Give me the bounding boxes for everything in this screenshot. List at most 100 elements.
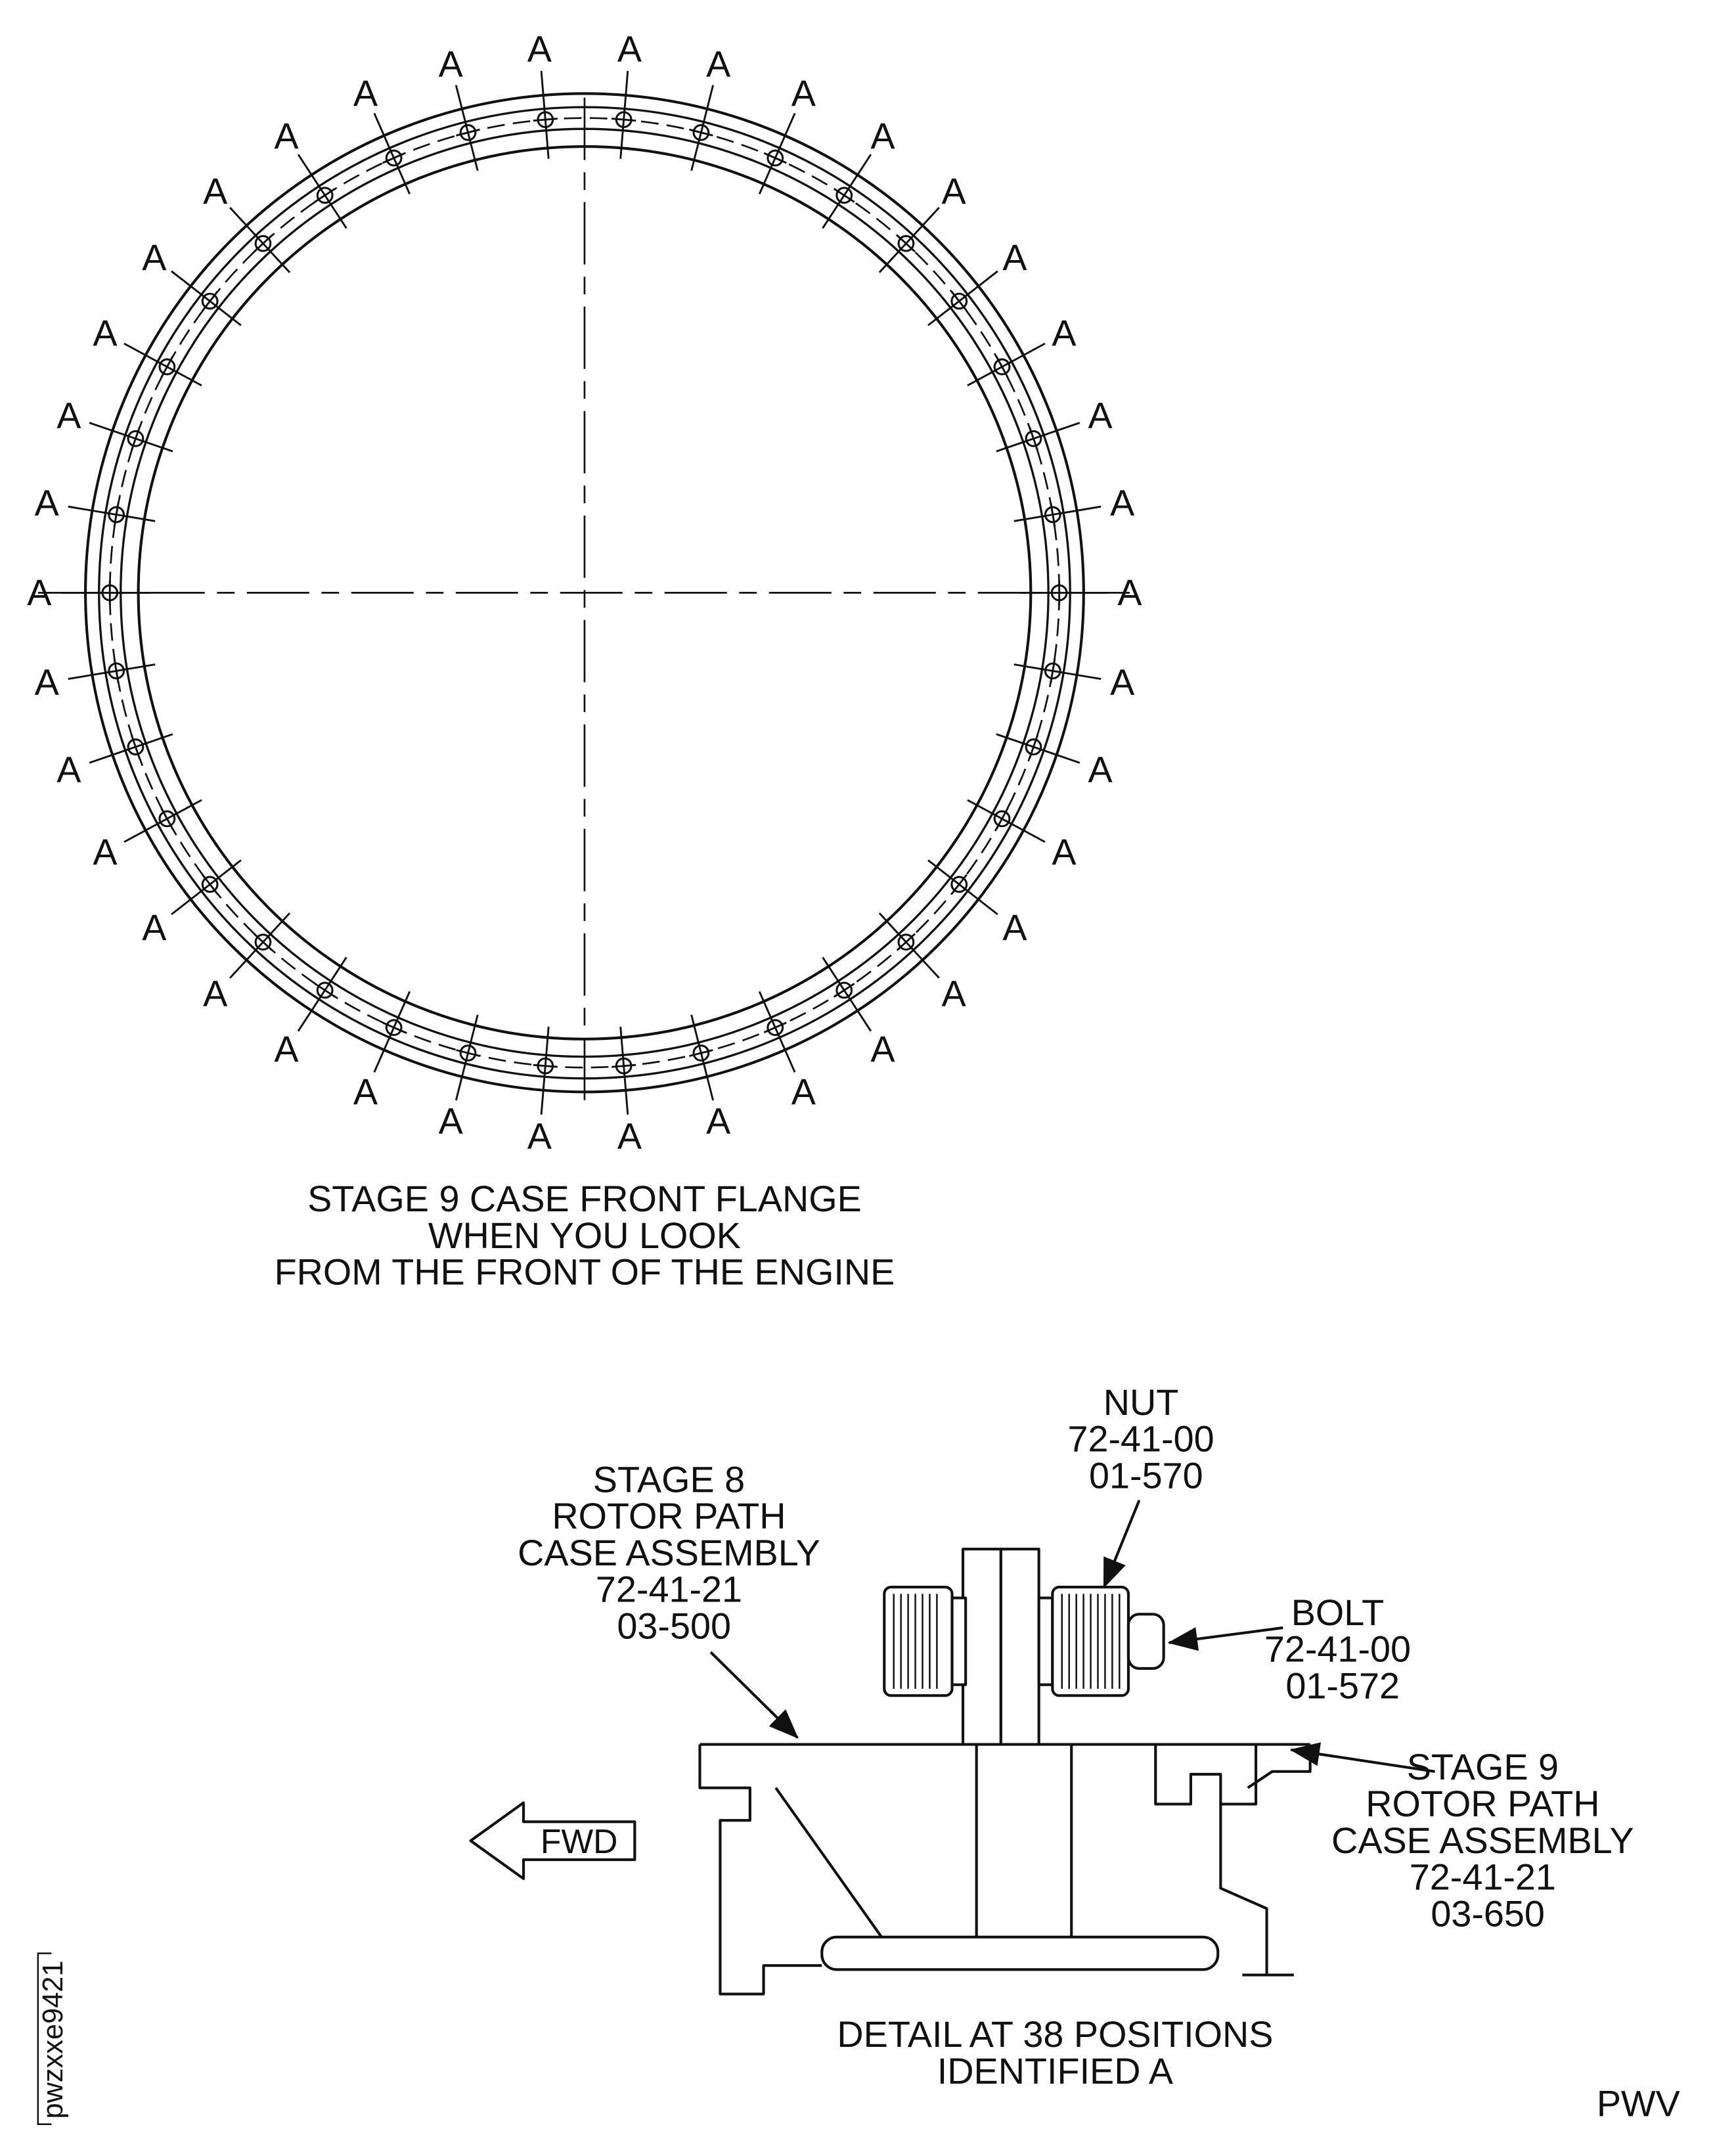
bolt-cross	[833, 983, 855, 998]
stage8-label-line-1: STAGE 8	[593, 1459, 745, 1500]
bolt-cross	[253, 235, 273, 253]
bolt-cross	[833, 187, 855, 203]
bolt-cross	[253, 933, 273, 951]
flange-caption-line-3: FROM THE FRONT OF THE ENGINE	[275, 1252, 895, 1293]
bolt-position-label: A	[706, 1101, 731, 1142]
bolt-position-label: A	[203, 974, 228, 1014]
nut-leader-arrow	[1102, 1500, 1141, 1589]
bolt-cross	[1050, 502, 1056, 527]
bolt-position-label: A	[942, 171, 967, 212]
bolt-position-label: A	[353, 73, 378, 114]
stage9-case-hook	[1154, 1744, 1258, 1806]
bolt-cross	[202, 290, 219, 312]
bolt-position-label: A	[1052, 313, 1077, 353]
fwd-label: FWD	[541, 1822, 618, 1860]
stage9-flange-plate	[999, 1548, 1040, 1746]
stage8-label-line-4: 72-41-21	[596, 1569, 742, 1610]
bolt-position-label: A	[706, 43, 731, 84]
bolt-position-label: A	[353, 1071, 378, 1112]
bolt-position-label: A	[439, 1101, 464, 1142]
bolt-position-label: A	[35, 482, 60, 523]
bolt-position-label: A	[27, 572, 52, 613]
bolt-cross	[1050, 658, 1056, 683]
stage9-label-line-3: CASE ASSEMBLY	[1331, 1820, 1634, 1861]
bolt-position-label: A	[93, 832, 118, 872]
bolt-cross	[382, 1021, 406, 1034]
flange-caption-line-2: WHEN YOU LOOK	[428, 1215, 741, 1256]
bolt-position-label: A	[56, 750, 81, 790]
bolt-position-label: A	[274, 116, 299, 156]
page-code: PWV	[1597, 2083, 1680, 2124]
bolt-position-label: A	[1110, 662, 1135, 703]
bolt-cross	[160, 355, 174, 378]
bolt-cross	[202, 874, 219, 895]
bolt-position-label: A	[870, 116, 895, 156]
bolt-cross	[611, 118, 636, 122]
bolt-position-label: A	[527, 1115, 552, 1156]
bolt-cross	[456, 1049, 480, 1057]
bolt-position-label: A	[1002, 907, 1027, 948]
stage9-label: STAGE 9 ROTOR PATH CASE ASSEMBLY 72-41-2…	[1331, 1747, 1644, 1934]
bolt-position-label: A	[1088, 395, 1113, 436]
stage9-case-lower-line	[1219, 1804, 1268, 1975]
bolt-label: BOLT 72-41-00 01-572	[1264, 1592, 1421, 1707]
bolt-head-washer	[950, 1596, 968, 1686]
figure-code: pwzxxe9421	[37, 1960, 69, 2118]
stage8-web-diagonal	[774, 1787, 883, 1938]
bolt-label-line-3: 01-572	[1285, 1665, 1400, 1706]
bolt-cross	[763, 1021, 787, 1034]
flange-caption-line-1: STAGE 9 CASE FRONT FLANGE	[307, 1178, 862, 1219]
bolt-cross	[1029, 426, 1038, 451]
bolt-head-serrations	[893, 1594, 938, 1689]
bolt-cross	[995, 355, 1009, 378]
bolt-cross	[896, 933, 916, 951]
stage8-flange-plate	[961, 1548, 1002, 1746]
stage9-label-line-4: 72-41-21	[1410, 1857, 1556, 1898]
nut-label-line-1: NUT	[1103, 1382, 1179, 1423]
nut-label-line-2: 72-41-00	[1067, 1419, 1214, 1460]
nut-label: NUT 72-41-00 01-570	[1067, 1382, 1224, 1496]
bolt-cross	[314, 187, 336, 203]
bolt-cross	[995, 807, 1009, 830]
bolt-label-line-2: 72-41-00	[1264, 1629, 1411, 1670]
bolt-position-label: A	[1088, 750, 1113, 790]
bolt-cross	[533, 118, 558, 122]
bolt-cross	[950, 874, 968, 895]
stage9-label-line-2: ROTOR PATH	[1366, 1783, 1599, 1824]
nut-serrations	[1061, 1594, 1121, 1689]
flange-foot-bar	[820, 1935, 1220, 1971]
bolt-cross	[160, 807, 174, 830]
fwd-arrow-icon	[469, 1801, 636, 1881]
stage8-label-line-5: 03-500	[617, 1605, 731, 1646]
stage9-leader-arrow	[1289, 1742, 1435, 1773]
bolt-position-label: A	[93, 313, 118, 353]
stage8-label-line-3: CASE ASSEMBLY	[518, 1533, 820, 1573]
bolt-cross	[382, 152, 406, 164]
bolt-cross	[611, 1064, 636, 1068]
bolt-position-label: A	[527, 29, 552, 70]
bolt-position-label: A	[870, 1029, 895, 1069]
bolt-cross	[688, 1049, 713, 1057]
bolt-position-label: A	[617, 1115, 642, 1156]
detail-caption-line-2: IDENTIFIED A	[937, 2051, 1174, 2092]
detail-caption-line-1: DETAIL AT 38 POSITIONS	[837, 2014, 1273, 2055]
bolt-leader-arrow	[1167, 1626, 1283, 1651]
bolt-cross	[763, 152, 787, 164]
bolt-position-label: A	[1002, 237, 1027, 278]
stage8-case-outline	[698, 1744, 822, 1996]
bolt-cross	[456, 128, 480, 137]
stage8-label: STAGE 8 ROTOR PATH CASE ASSEMBLY 72-41-2…	[518, 1459, 830, 1646]
bolt-position-label: A	[1117, 572, 1142, 613]
bolt-tip	[1126, 1613, 1165, 1670]
bolt-position-label: A	[791, 1071, 816, 1112]
bolt-cross	[131, 426, 141, 451]
bolt-cross	[950, 290, 968, 312]
bolt-cross	[113, 658, 120, 683]
bolt-position-label: A	[942, 974, 967, 1014]
bolt-position-label: A	[791, 73, 816, 114]
bolt-position-label: A	[1110, 482, 1135, 523]
